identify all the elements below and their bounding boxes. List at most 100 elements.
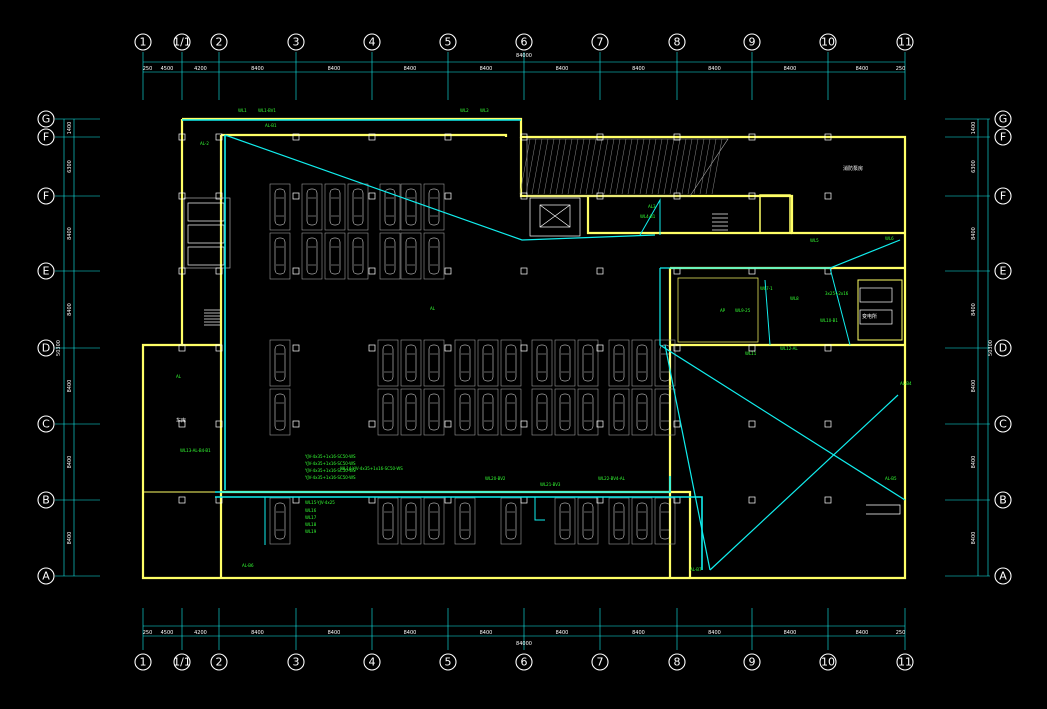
dimension-text: 8400 [480, 630, 493, 636]
dimension-text: 8400 [784, 66, 797, 72]
grid-bubble-col-bottom-8: 8 [668, 653, 686, 671]
dimension-text: 8400 [632, 66, 645, 72]
dimension-text: 8400 [856, 66, 869, 72]
grid-bubble-row-left-5: C [37, 415, 55, 433]
dimension-text: 4200 [194, 66, 207, 72]
overall-height-dimension: 50300 [988, 340, 994, 356]
svg-text:AL-B4: AL-B4 [900, 381, 912, 386]
parking-stall [269, 183, 291, 231]
grid-bubble-col-top-9: 9 [743, 33, 761, 51]
svg-text:YJV-4x35+1x16-SC50-WS: YJV-4x35+1x16-SC50-WS [304, 454, 356, 459]
parking-stall [400, 232, 422, 280]
svg-text:WL22-BV4-AL: WL22-BV4-AL [598, 476, 626, 481]
dimension-text: 8400 [971, 303, 977, 316]
parking-stall [400, 183, 422, 231]
dimension-text: 4200 [194, 630, 207, 636]
svg-text:WL4-B1: WL4-B1 [640, 214, 656, 219]
svg-text:AL: AL [430, 306, 436, 311]
svg-text:G: G [42, 113, 51, 126]
svg-text:WL5: WL5 [810, 238, 819, 243]
parking-stall [654, 339, 676, 387]
svg-text:YJV-4x35+1x16-SC50-WS: YJV-4x35+1x16-SC50-WS [304, 475, 356, 480]
svg-text:1/1: 1/1 [173, 656, 191, 669]
dimension-text: 250 [896, 66, 906, 72]
svg-text:WL16: WL16 [305, 508, 317, 513]
dimension-text: 1400 [971, 122, 977, 135]
grid-bubble-row-right-0: G [994, 110, 1012, 128]
svg-text:WL9-25: WL9-25 [735, 308, 751, 313]
parking-stall [423, 497, 445, 545]
parking-stall [423, 388, 445, 436]
svg-text:4: 4 [369, 656, 376, 669]
dimension-text: 8400 [632, 630, 645, 636]
dimension-text: 8400 [708, 66, 721, 72]
grid-bubble-col-bottom-2: 2 [210, 653, 228, 671]
svg-text:YJV-4x35+1x16-SC50-WS: YJV-4x35+1x16-SC50-WS [304, 468, 356, 473]
grid-bubble-row-left-3: E [37, 262, 55, 280]
grid-bubble-col-top-6: 6 [515, 33, 533, 51]
parking-stall [377, 388, 399, 436]
parking-stall [454, 388, 476, 436]
svg-text:WL3: WL3 [480, 108, 489, 113]
svg-text:WL15-YJV-4x25: WL15-YJV-4x25 [305, 500, 335, 505]
parking-stall [400, 339, 422, 387]
parking-stall [554, 497, 576, 545]
parking-stall [477, 339, 499, 387]
dimension-text: 8400 [67, 532, 73, 545]
svg-text:WL18: WL18 [305, 522, 317, 527]
svg-text:A: A [999, 570, 1007, 583]
grid-bubble-col-bottom-7: 7 [591, 653, 609, 671]
grid-bubble-col-bottom-3: 3 [287, 653, 305, 671]
svg-text:WL14-YJV-4x35+1x16-SC50-WS: WL14-YJV-4x35+1x16-SC50-WS [340, 466, 403, 471]
svg-text:D: D [999, 342, 1007, 355]
svg-text:WL19: WL19 [305, 529, 317, 534]
grid-bubble-row-left-7: A [37, 567, 55, 585]
parking-stall [324, 183, 346, 231]
grid-bubble-col-bottom-4: 4 [363, 653, 381, 671]
svg-text:WL6: WL6 [885, 236, 894, 241]
grid-bubble-col-top-0: 1 [134, 33, 152, 51]
svg-text:WL21-BV3: WL21-BV3 [540, 482, 561, 487]
room-label-garage: 车库 [176, 417, 186, 424]
grid-bubble-col-top-11: 11 [896, 33, 914, 51]
svg-text:AL: AL [176, 374, 182, 379]
svg-text:8: 8 [674, 36, 681, 49]
parking-stall [379, 232, 401, 280]
parking-stall [500, 497, 522, 545]
parking-stall [631, 388, 653, 436]
dimension-text: 250 [143, 630, 153, 636]
svg-text:YJV-4x35+1x16-SC50-WS: YJV-4x35+1x16-SC50-WS [304, 461, 356, 466]
svg-text:10: 10 [821, 656, 835, 669]
dimension-text: 8400 [556, 630, 569, 636]
svg-text:AL-B5: AL-B5 [885, 476, 897, 481]
parking-stall [377, 497, 399, 545]
parking-stall [400, 388, 422, 436]
dimension-text: 8400 [480, 66, 493, 72]
parking-stall [554, 339, 576, 387]
svg-text:WL8: WL8 [790, 296, 799, 301]
svg-text:WL12-AL: WL12-AL [780, 346, 798, 351]
parking-stall [269, 339, 291, 387]
svg-text:6: 6 [521, 656, 528, 669]
grid-bubble-row-right-4: D [994, 339, 1012, 357]
dimension-text: 6300 [971, 160, 977, 173]
grid-lines [55, 52, 990, 650]
dimension-text: 8400 [328, 66, 341, 72]
dimension-text: 8400 [708, 630, 721, 636]
svg-text:C: C [999, 418, 1007, 431]
dimension-text: 4500 [161, 66, 174, 72]
parking-stall [654, 497, 676, 545]
svg-text:8: 8 [674, 656, 681, 669]
grid-bubble-col-bottom-0: 1 [134, 653, 152, 671]
grid-bubble-row-right-6: B [994, 491, 1012, 509]
svg-text:WL20-BV2: WL20-BV2 [485, 476, 506, 481]
svg-text:E: E [1000, 265, 1007, 278]
svg-text:E: E [43, 265, 50, 278]
svg-text:D: D [42, 342, 50, 355]
grid-bubble-col-top-4: 4 [363, 33, 381, 51]
svg-text:WL13-AL-B4-B1: WL13-AL-B4-B1 [180, 448, 211, 453]
parking-stall [577, 388, 599, 436]
dimension-text: 8400 [784, 630, 797, 636]
parking-stall [454, 339, 476, 387]
